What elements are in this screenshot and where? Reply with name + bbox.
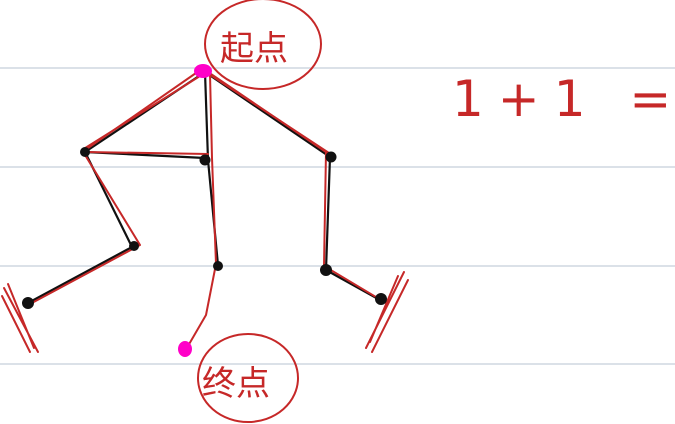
joint-node: [129, 241, 139, 251]
end-label: 终点: [202, 364, 270, 404]
joint-node: [199, 154, 211, 166]
black-edge: [324, 155, 332, 272]
red-path: [211, 75, 333, 156]
red-path: [207, 71, 387, 304]
left-foot-scribble: [1, 283, 39, 353]
ruled-lines: [0, 67, 675, 365]
red-path: [85, 151, 209, 155]
black-edge: [203, 70, 210, 162]
equation: 1+1 = 2: [452, 70, 675, 128]
black-edge: [26, 245, 134, 305]
joint-node: [325, 151, 337, 163]
joint-node: [213, 261, 223, 271]
red-path: [87, 72, 197, 149]
red-trace: [1, 0, 409, 423]
start-circle: [204, 0, 322, 90]
joint-node: [80, 147, 90, 157]
right-foot-scribble: [365, 271, 409, 353]
joint-node: [375, 293, 387, 305]
joints: [22, 147, 387, 309]
red-path: [29, 75, 201, 305]
joint-node: [320, 264, 332, 276]
start-label: 起点: [220, 29, 288, 69]
joint-node: [22, 297, 34, 309]
end-circle: [197, 333, 299, 423]
start-point-highlight: [194, 64, 212, 78]
highlights: [178, 64, 212, 357]
end-point-highlight: [178, 341, 192, 357]
